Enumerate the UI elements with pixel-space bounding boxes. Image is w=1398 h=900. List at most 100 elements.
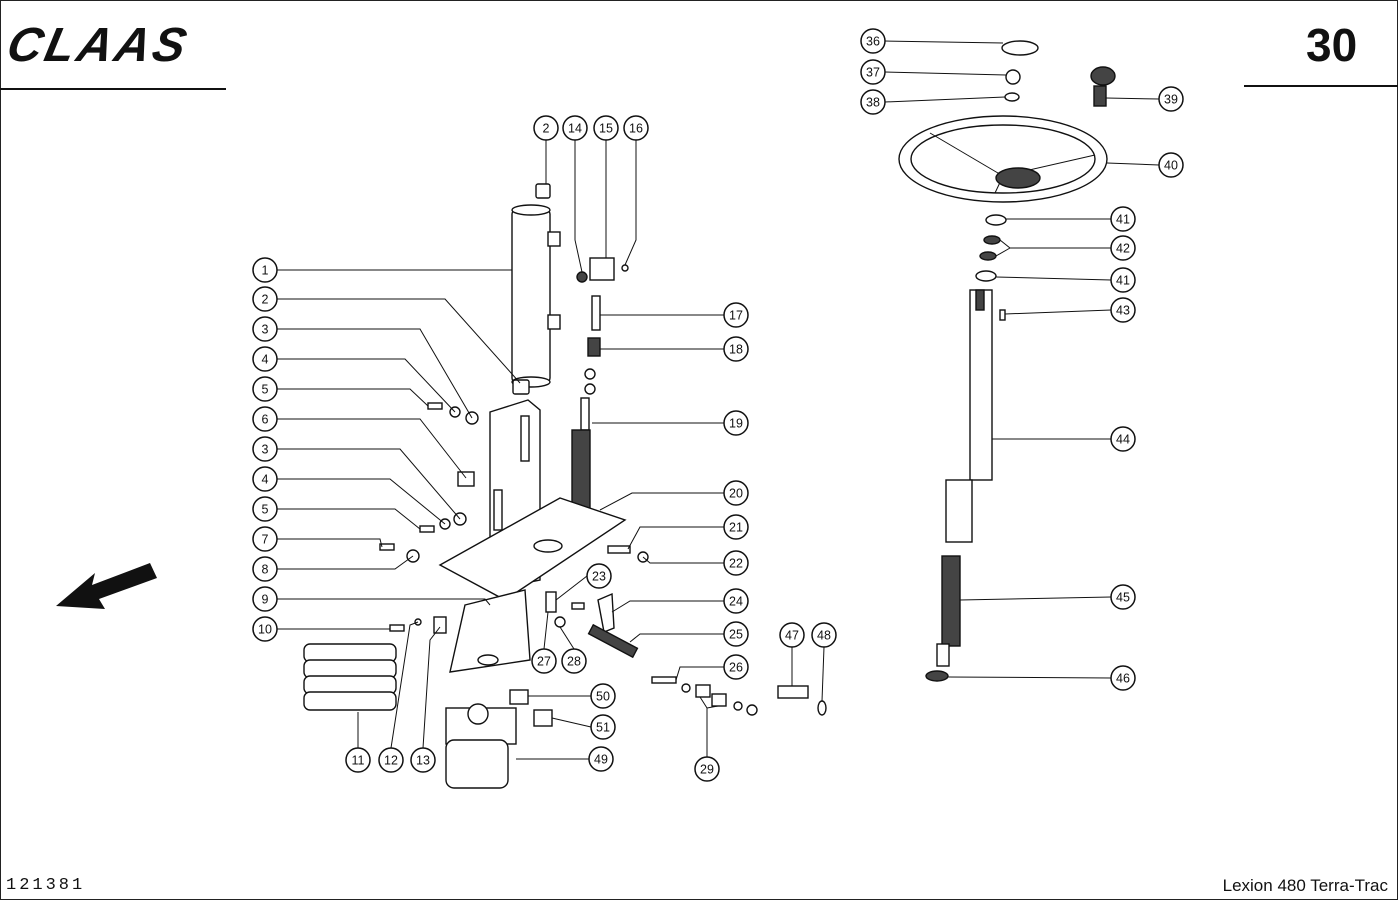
leader-line [642, 556, 724, 564]
leader-line [277, 388, 429, 407]
callout-circle [378, 747, 404, 773]
callout-circle [723, 621, 749, 647]
callout-circle [252, 586, 278, 612]
leader-line [995, 247, 1011, 257]
callout-circle [779, 622, 805, 648]
part-callout-50: 50 [590, 683, 616, 709]
callout-number: 4 [262, 473, 269, 487]
callout-circle [723, 550, 749, 576]
callout-circle [252, 466, 278, 492]
part-callout-13: 13 [410, 747, 436, 773]
callout-circle [1110, 665, 1136, 691]
callout-circle [252, 346, 278, 372]
callout-number: 22 [729, 557, 743, 571]
part-callout-9: 9 [252, 586, 278, 612]
leader-line [884, 96, 1006, 103]
callout-number: 20 [729, 487, 743, 501]
callout-number: 5 [262, 383, 269, 397]
part-callout-41: 41 [1110, 206, 1136, 232]
part-callout-38: 38 [860, 89, 886, 115]
callout-number: 13 [416, 754, 430, 768]
callout-circle [252, 406, 278, 432]
callout-number: 6 [262, 413, 269, 427]
part-callout-15: 15 [593, 115, 619, 141]
leader-line [574, 140, 583, 273]
callout-circle [531, 648, 557, 674]
part-callout-20: 20 [723, 480, 749, 506]
callout-number: 3 [262, 323, 269, 337]
callout-circle [252, 616, 278, 642]
callout-number: 43 [1116, 304, 1130, 318]
leader-line [947, 676, 1112, 679]
column-tube [511, 209, 551, 383]
part-callout-39: 39 [1158, 86, 1184, 112]
part-callout-12: 12 [378, 747, 404, 773]
callout-number: 29 [700, 763, 714, 777]
callout-circle [723, 654, 749, 680]
part-callout-5: 5 [252, 376, 278, 402]
callout-circle [623, 115, 649, 141]
callout-circle [588, 746, 614, 772]
part-callout-51: 51 [590, 714, 616, 740]
callout-circle [252, 376, 278, 402]
part-callout-10: 10 [252, 616, 278, 642]
brand-underline [0, 88, 226, 90]
callout-number: 10 [258, 623, 272, 637]
callout-number: 44 [1116, 433, 1130, 447]
leader-line [277, 478, 446, 525]
callout-number: 17 [729, 309, 743, 323]
callout-circle [723, 588, 749, 614]
callout-number: 42 [1116, 242, 1130, 256]
drawing-code: 121381 [6, 876, 86, 895]
part-callout-44: 44 [1110, 426, 1136, 452]
leader-line [1106, 162, 1160, 166]
callout-number: 3 [262, 443, 269, 457]
callout-number: 45 [1116, 591, 1130, 605]
callout-number: 2 [262, 293, 269, 307]
callout-number: 41 [1116, 213, 1130, 227]
part-callout-21: 21 [723, 514, 749, 540]
callout-number: 18 [729, 343, 743, 357]
leader-line [277, 418, 467, 479]
part-callout-23: 23 [586, 563, 612, 589]
page-number-rule [1244, 85, 1398, 87]
part-callout-18: 18 [723, 336, 749, 362]
callout-circle [723, 336, 749, 362]
callout-number: 7 [262, 533, 269, 547]
leader-line [884, 40, 1004, 44]
part-callout-2: 2 [533, 115, 559, 141]
leader-lines [277, 40, 1160, 760]
part-callout-1: 1 [252, 257, 278, 283]
callout-number: 4 [262, 353, 269, 367]
callout-circle [1110, 267, 1136, 293]
callout-circle [1110, 206, 1136, 232]
leader-line [1105, 97, 1160, 100]
part-callout-40: 40 [1158, 152, 1184, 178]
callout-number: 41 [1116, 274, 1130, 288]
leader-line [699, 696, 708, 757]
leader-line [277, 555, 414, 570]
callout-circle [694, 756, 720, 782]
part-callout-14: 14 [562, 115, 588, 141]
leader-line [390, 621, 419, 749]
part-callout-3: 3 [252, 316, 278, 342]
leader-line [706, 705, 719, 709]
leader-line [599, 492, 724, 511]
callout-number: 40 [1164, 159, 1178, 173]
callout-number: 23 [592, 570, 606, 584]
callout-circle [590, 683, 616, 709]
callout-number: 8 [262, 563, 269, 577]
leader-line [277, 508, 421, 530]
callout-circle [1158, 152, 1184, 178]
leader-line [995, 276, 1112, 281]
callout-number: 5 [262, 503, 269, 517]
callout-number: 12 [384, 754, 398, 768]
part-callout-16: 16 [623, 115, 649, 141]
part-callout-27: 27 [531, 648, 557, 674]
callout-number: 1 [262, 264, 269, 278]
part-callout-46: 46 [1110, 665, 1136, 691]
part-callout-17: 17 [723, 302, 749, 328]
page-number: 30 [1306, 19, 1358, 71]
part-callout-49: 49 [588, 746, 614, 772]
callout-number: 24 [729, 595, 743, 609]
